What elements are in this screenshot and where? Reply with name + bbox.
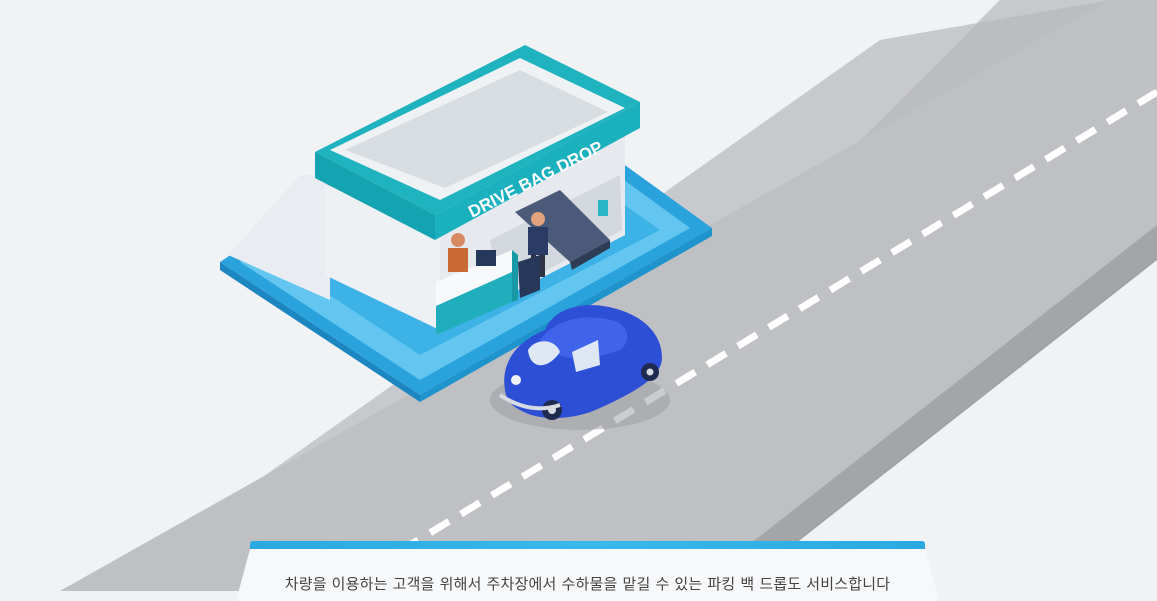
subtitle-text: 차량을 이용하는 고객을 위해서 주차장에서 수하물을 맡길 수 있는 파킹 백… [284, 575, 891, 593]
subtitle-accent-line [250, 541, 925, 549]
blue-car [490, 305, 670, 430]
subtitle-box: 차량을 이용하는 고객을 위해서 주차장에서 수하물을 맡길 수 있는 파킹 백… [236, 549, 939, 601]
lane-marking [408, 89, 1157, 548]
subtitle-bar: 차량을 이용하는 고객을 위해서 주차장에서 수하물을 맡길 수 있는 파킹 백… [236, 541, 939, 601]
drive-bag-drop-booth: DRIVE BAG DROP [228, 45, 640, 335]
